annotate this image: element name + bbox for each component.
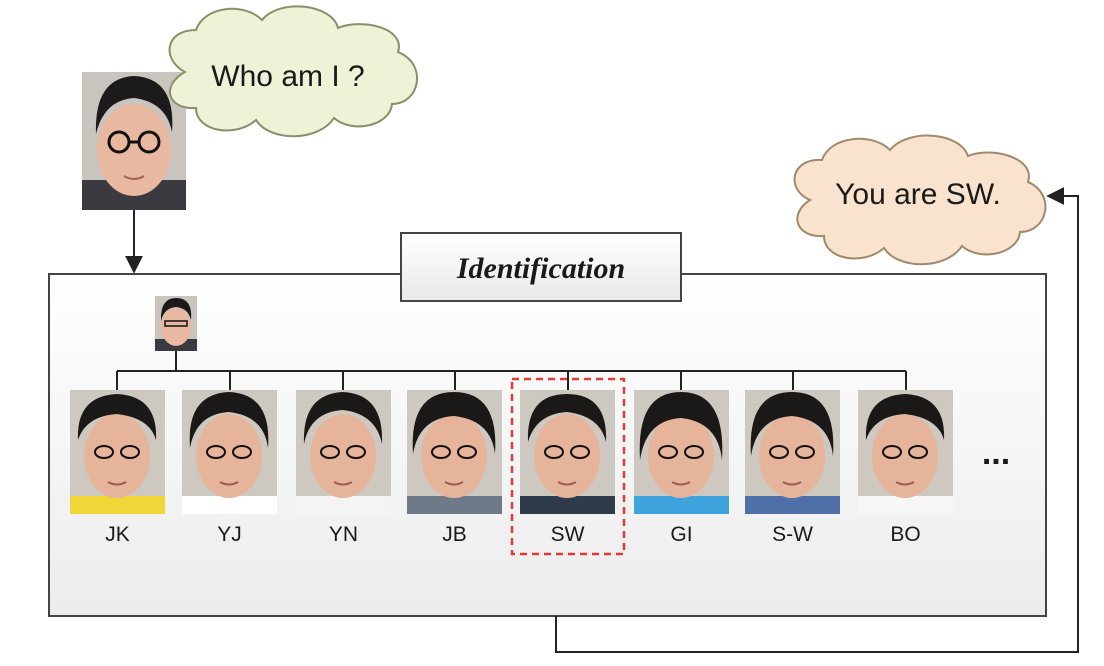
query-bubble-text: Who am I ? — [211, 60, 364, 93]
gallery-face-gi — [634, 390, 729, 514]
answer-bubble: You are SW. — [793, 134, 1047, 266]
gallery-label: BO — [890, 523, 920, 546]
gallery-label: YJ — [217, 523, 242, 546]
gallery-face-bo — [858, 390, 953, 514]
query-bubble-shape — [168, 5, 419, 138]
gallery-label: JK — [105, 523, 130, 546]
gallery-label: GI — [670, 523, 692, 546]
answer-bubble-text: You are SW. — [835, 178, 1001, 211]
gallery-face-jk — [70, 390, 165, 514]
panel-title: Identification — [456, 252, 625, 285]
gallery-label: SW — [551, 523, 585, 546]
gallery-ellipsis: ... — [982, 434, 1010, 472]
gallery-face-yn — [296, 390, 391, 514]
query-thumbnail-photo — [155, 296, 197, 351]
gallery-face-jb — [407, 390, 502, 514]
gallery: JK YJ YN JB SW GI S-W BO — [70, 377, 953, 556]
answer-bubble-shape — [793, 134, 1047, 266]
query-face-photo — [82, 72, 186, 210]
match-highlight-box — [510, 377, 626, 556]
gallery-face-yj — [182, 390, 277, 514]
gallery-label: JB — [442, 523, 467, 546]
tree-connector — [116, 351, 907, 390]
gallery-label: S-W — [772, 523, 813, 546]
query-bubble: Who am I ? — [168, 5, 419, 138]
result-arrow — [555, 187, 1079, 653]
gallery-face-sw — [745, 390, 840, 514]
gallery-label: YN — [329, 523, 358, 546]
panel-title-box: Identification — [400, 232, 682, 302]
gallery-face-sw — [520, 390, 615, 514]
